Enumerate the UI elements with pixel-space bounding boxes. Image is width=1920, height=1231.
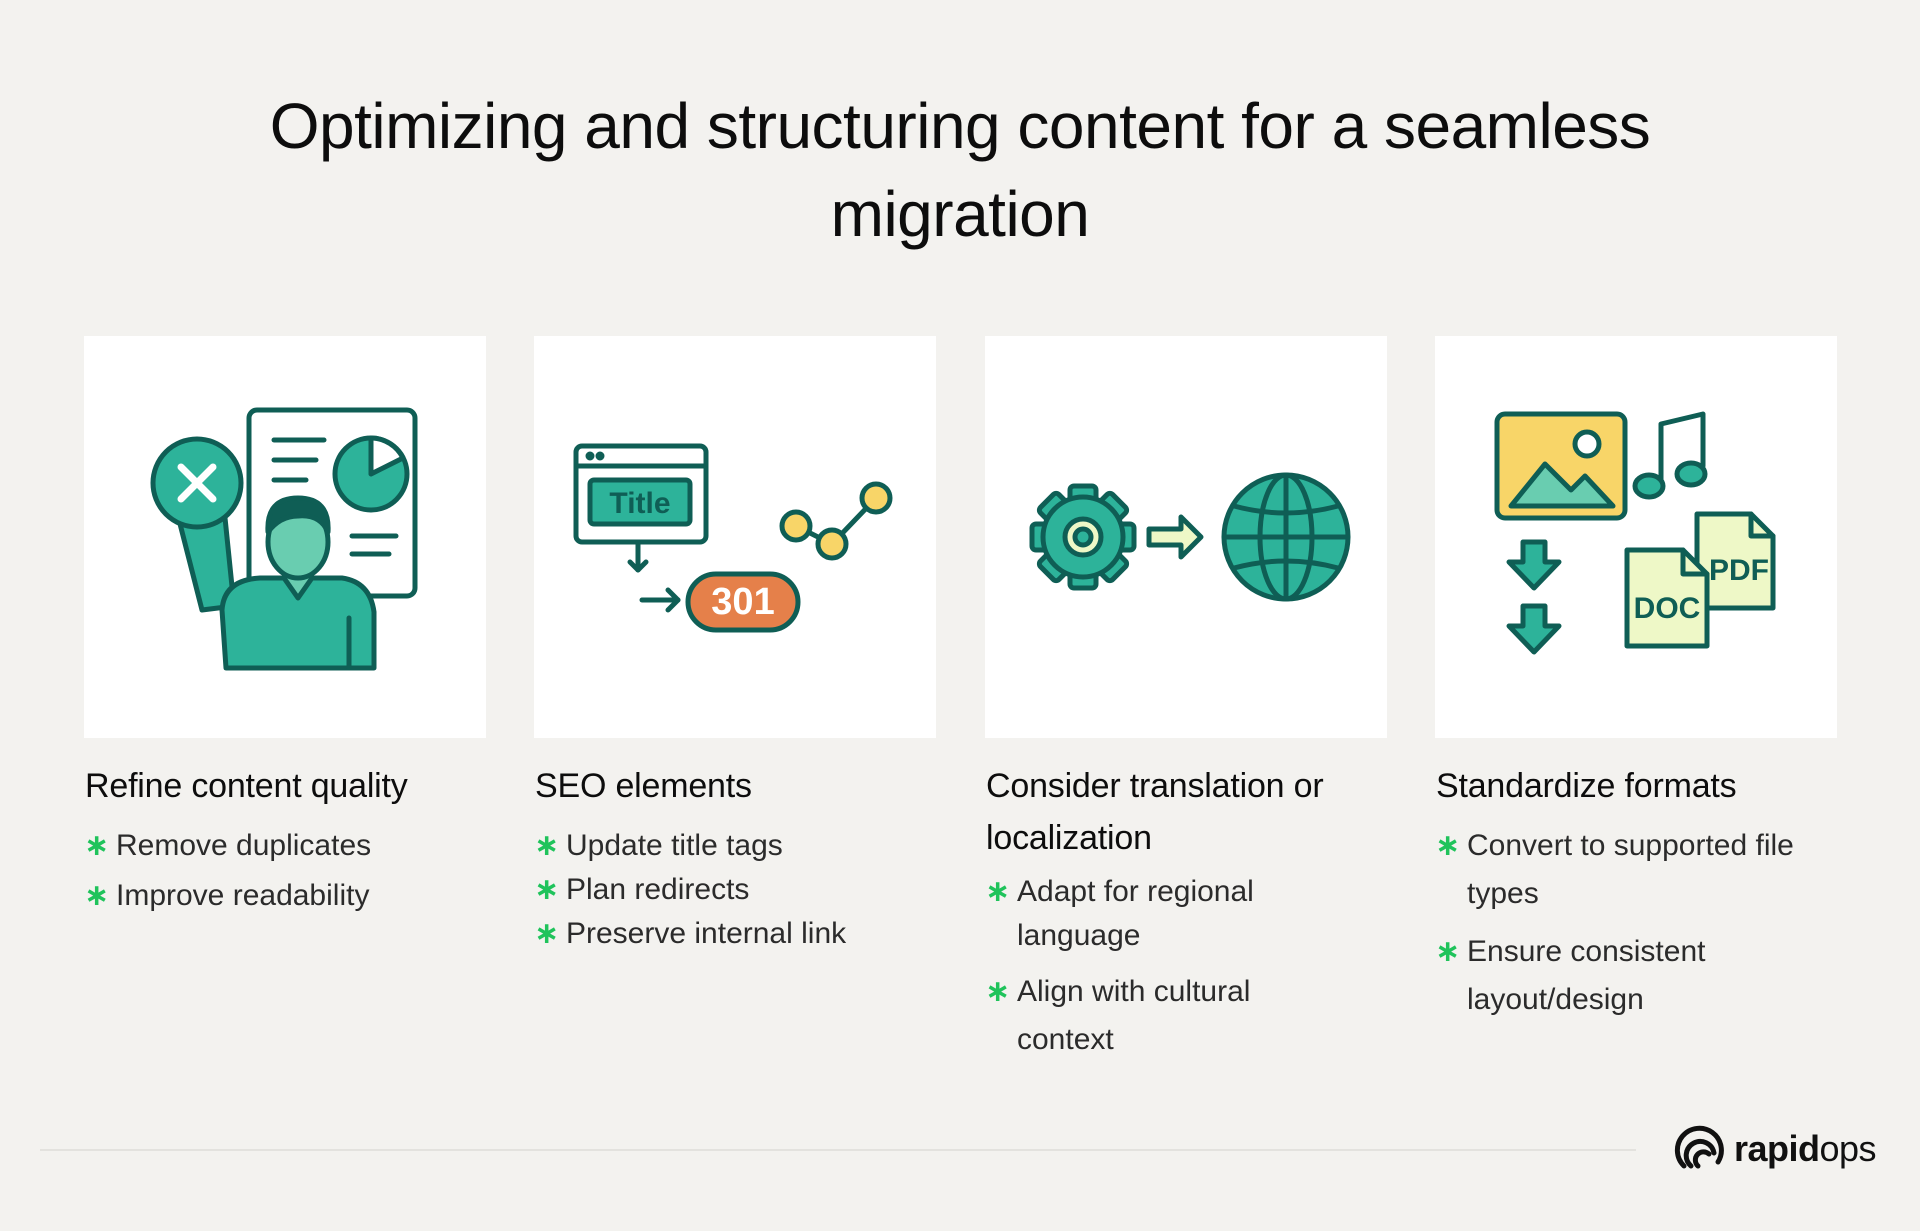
- asterisk-icon: ∗: [985, 875, 1011, 908]
- brand-logo: rapidops: [1674, 1122, 1877, 1176]
- list-item: ∗Plan redirects: [534, 866, 936, 914]
- footer-divider: [40, 1149, 1636, 1151]
- asterisk-icon: ∗: [534, 829, 560, 862]
- gear-to-globe-icon: [1029, 472, 1351, 602]
- card-heading: Consider translation or localization: [986, 767, 1324, 857]
- brand-wordmark: rapidops: [1734, 1128, 1877, 1169]
- seo-redirect-icon: Title 301: [573, 443, 893, 633]
- file-formats-icon: PDF DOC: [1494, 411, 1776, 655]
- card-heading: SEO elements: [535, 767, 752, 805]
- asterisk-icon: ∗: [84, 879, 110, 912]
- bullet-list: ∗Update title tags ∗Plan redirects ∗Pres…: [534, 822, 936, 958]
- list-item: ∗Adapt for regional language: [985, 870, 1387, 958]
- card-seo-elements: Title 301 SEO elements ∗Update title tag…: [534, 336, 936, 960]
- asterisk-icon: ∗: [1435, 935, 1461, 968]
- bullet-list: ∗Remove duplicates ∗Improve readability: [84, 822, 486, 920]
- card-heading: Standardize formats: [1436, 767, 1737, 805]
- asterisk-icon: ∗: [1435, 829, 1461, 862]
- list-item: ∗Update title tags: [534, 822, 936, 870]
- card-refine-content-quality: Refine content quality ∗Remove duplicate…: [84, 336, 486, 922]
- redirect-code-label: 301: [711, 581, 774, 623]
- list-item: ∗Improve readability: [84, 872, 486, 920]
- doc-label: DOC: [1634, 592, 1701, 625]
- asterisk-icon: ∗: [985, 975, 1011, 1008]
- icon-tile: PDF DOC: [1435, 336, 1837, 738]
- bullet-list: ∗Convert to supported file types ∗Ensure…: [1435, 822, 1837, 1024]
- list-item: ∗Convert to supported file types: [1435, 822, 1837, 918]
- icon-tile: Title 301: [534, 336, 936, 738]
- rapidops-swirl-icon: [1674, 1125, 1724, 1169]
- asterisk-icon: ∗: [534, 873, 560, 906]
- list-item: ∗Ensure consistent layout/design: [1435, 928, 1837, 1024]
- person-with-report-icon: [150, 407, 418, 671]
- bullet-list: ∗Adapt for regional language ∗Align with…: [985, 870, 1387, 1064]
- list-item: ∗Remove duplicates: [84, 822, 486, 870]
- asterisk-icon: ∗: [534, 917, 560, 950]
- list-item: ∗Align with cultural context: [985, 968, 1387, 1064]
- pdf-label: PDF: [1709, 554, 1769, 587]
- page-title: Optimizing and structuring content for a…: [269, 90, 1651, 250]
- icon-tile: [84, 336, 486, 738]
- card-heading: Refine content quality: [85, 767, 408, 805]
- asterisk-icon: ∗: [84, 829, 110, 862]
- list-item: ∗Preserve internal link: [534, 910, 936, 958]
- card-translation-localization: Consider translation or localization ∗Ad…: [985, 336, 1387, 1066]
- icon-tile: [985, 336, 1387, 738]
- card-standardize-formats: PDF DOC Standardize formats ∗Convert to …: [1435, 336, 1837, 1026]
- title-tag-label: Title: [609, 487, 670, 520]
